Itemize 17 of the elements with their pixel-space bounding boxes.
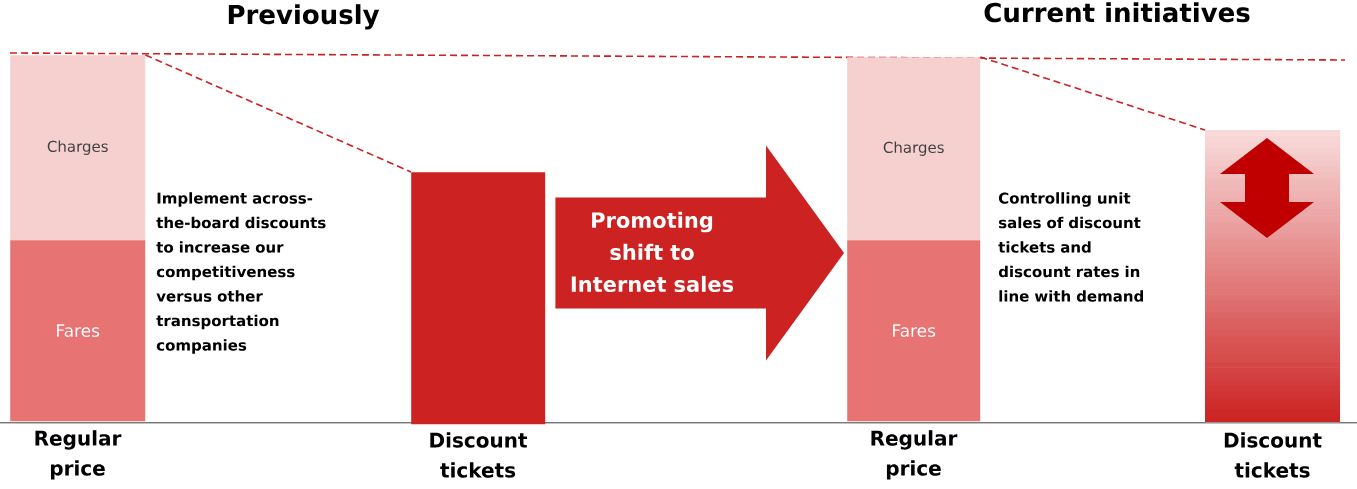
edge-label: Promoting shift to Internet sales xyxy=(571,211,734,293)
description-text: Implement across-the-board discounts to increase our competitiveness versus other transportation companies xyxy=(156,192,326,354)
bar-label: Discount tickets xyxy=(430,432,528,478)
connector-line xyxy=(979,56,1206,131)
stacked-bar-segment: Charges xyxy=(10,55,146,241)
connector-line xyxy=(144,54,412,173)
bar-label: Regular price xyxy=(871,430,958,480)
heading: Previously xyxy=(228,4,380,30)
heading: Current initiatives xyxy=(984,2,1250,23)
description-text: Controlling unit sales of discount tickets and discount rates in line with demand xyxy=(998,192,1143,302)
stacked-bar-segment: Charges xyxy=(847,57,981,241)
block-arrow xyxy=(555,145,844,361)
stacked-bar-segment: Fares xyxy=(10,240,146,422)
bar-label: Discount tickets xyxy=(1224,432,1322,478)
bar xyxy=(411,172,546,425)
stacked-bar-segment: Fares xyxy=(847,240,981,422)
bar-label: Regular price xyxy=(35,430,122,480)
